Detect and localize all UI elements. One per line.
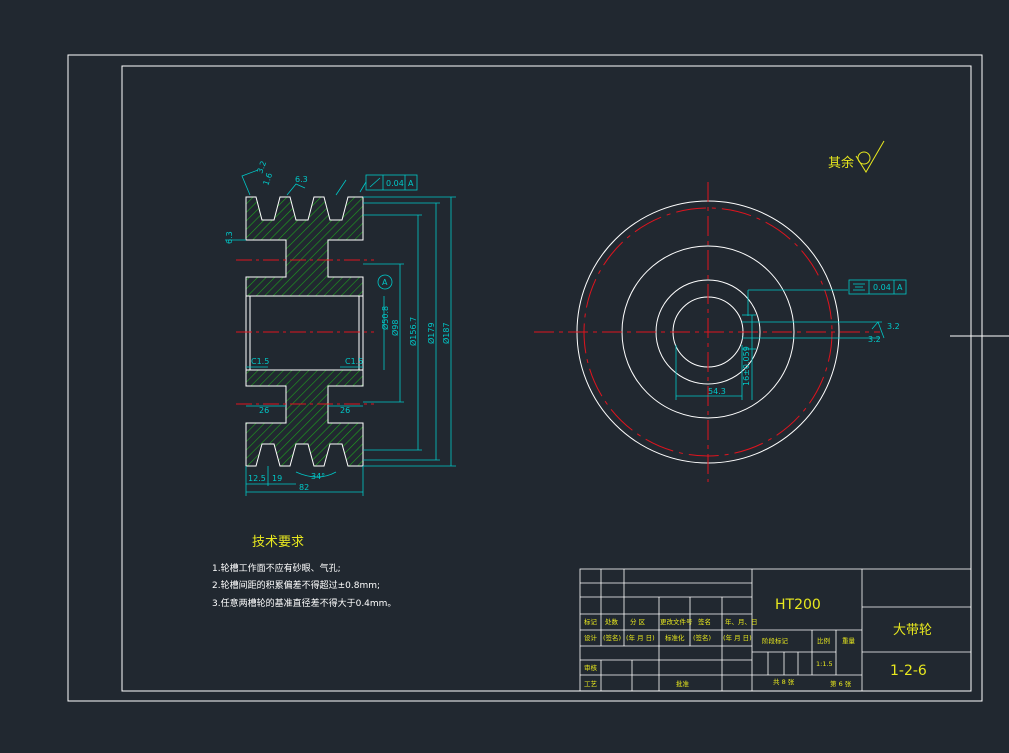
svg-text:1:1.5: 1:1.5	[816, 660, 833, 668]
bore-outline	[245, 295, 364, 371]
svg-text:批准: 批准	[676, 679, 690, 688]
dim-angle: 34°	[311, 472, 325, 481]
chamfer-left: C1.5	[251, 357, 269, 366]
symmetry-value: 0.04	[873, 283, 891, 292]
roughness-left: 6.3	[225, 231, 234, 244]
svg-text:处数: 处数	[605, 617, 619, 626]
symmetry-datum: A	[897, 283, 903, 292]
section-view	[236, 196, 374, 467]
title-block-labels: 标记 处数 分 区 更改文件号 签名 年、月、日 设计 (签名) (年 月 日)…	[584, 617, 856, 688]
svg-text:更改文件号: 更改文件号	[660, 617, 693, 626]
svg-text:标准化: 标准化	[665, 633, 685, 642]
roughness-groove: 3.2	[255, 160, 268, 175]
svg-text:工艺: 工艺	[584, 680, 598, 688]
runout-tolerance-frame: 0.04 A	[359, 174, 418, 193]
dim-hub-right: 26	[340, 406, 350, 415]
dim-edge: 12.5	[248, 474, 266, 483]
svg-text:(年 月 日): (年 月 日)	[626, 633, 655, 642]
svg-text:(年 月 日): (年 月 日)	[723, 633, 752, 642]
dim-179: Ø179	[426, 322, 436, 344]
svg-text:(签名): (签名)	[603, 633, 621, 642]
upper-rim-section	[245, 196, 364, 297]
svg-text:签名: 签名	[698, 617, 711, 626]
svg-text:比例: 比例	[817, 636, 830, 645]
other-roughness-label: 其余	[828, 155, 854, 171]
runout-value: 0.04	[386, 179, 404, 188]
svg-text:年、月、日: 年、月、日	[725, 617, 758, 626]
tech-req-item-1: 1.轮槽工作面不应有砂眼、气孔;	[212, 562, 341, 574]
drawing-number: 1-2-6	[890, 663, 927, 679]
dim-156: Ø156.7	[408, 317, 418, 346]
dim-bore: Ø50.8	[380, 306, 390, 330]
dim-width: 82	[299, 483, 309, 492]
chamfer-right: C1.5	[345, 357, 363, 366]
svg-text:第 6 张: 第 6 张	[830, 679, 852, 688]
outer-frame	[67, 54, 983, 702]
svg-text:审核: 审核	[584, 663, 598, 672]
svg-text:阶段标记: 阶段标记	[762, 636, 789, 645]
datum-label: A	[382, 278, 388, 287]
material: HT200	[775, 597, 821, 613]
tech-req-item-3: 3.任意两槽轮的基准直径差不得大于0.4mm。	[212, 597, 396, 609]
svg-text:(签名): (签名)	[693, 633, 711, 642]
tech-req-item-2: 2.轮槽间距的积累偏差不得超过±0.8mm;	[212, 579, 380, 591]
roughness-symbol-icon	[855, 140, 885, 173]
section-dimensions	[225, 169, 456, 496]
dim-keyway-depth: 16±0.059	[742, 346, 751, 386]
roughness-top: 6.3	[295, 175, 308, 184]
roughness-end-1: 3.2	[887, 322, 900, 331]
svg-text:设计: 设计	[584, 633, 598, 642]
part-name: 大带轮	[893, 623, 932, 638]
svg-text:标记: 标记	[584, 617, 598, 626]
dim-pitch: 19	[272, 474, 282, 483]
roughness-groove-2: 1.6	[261, 172, 274, 187]
roughness-end-2: 3.2	[868, 335, 881, 344]
dim-keyway-width: 54.3	[708, 387, 726, 396]
end-view-dimensions	[675, 289, 885, 400]
svg-text:重量: 重量	[842, 637, 856, 645]
title-block	[579, 568, 972, 692]
end-view	[534, 182, 880, 482]
svg-text:共 8 张: 共 8 张	[773, 677, 795, 686]
dim-187: Ø187	[441, 322, 451, 344]
dim-hub-left: 26	[259, 406, 269, 415]
svg-text:分 区: 分 区	[630, 617, 646, 626]
inner-frame	[121, 65, 972, 692]
dim-98: Ø98	[390, 320, 400, 336]
symmetry-tolerance-frame: 0.04 A	[848, 279, 907, 295]
lower-rim-section	[245, 369, 364, 467]
tech-req-title: 技术要求	[252, 535, 304, 550]
runout-datum: A	[408, 179, 414, 188]
